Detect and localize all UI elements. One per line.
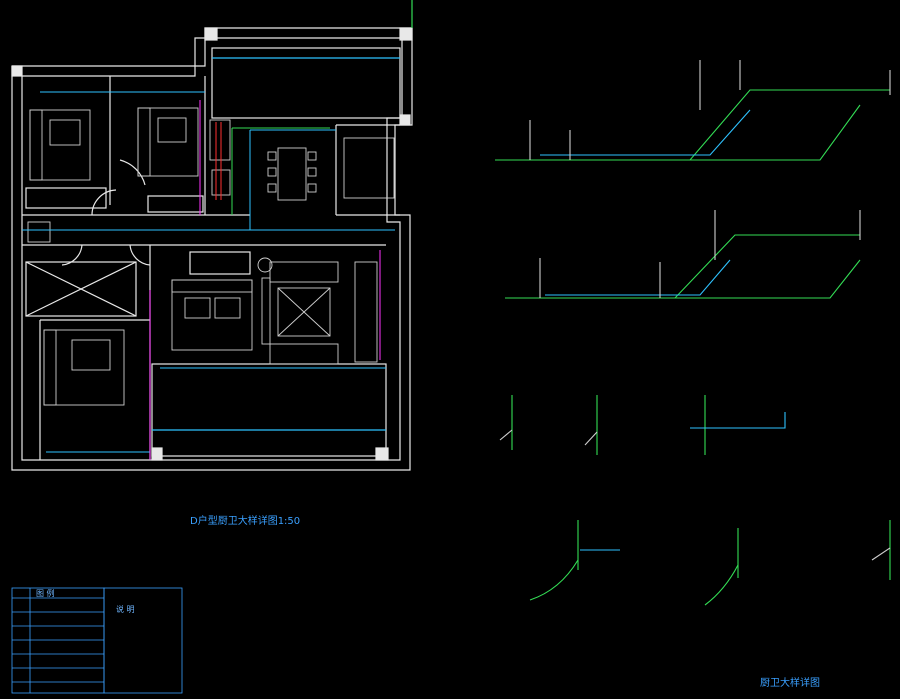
door-swing [119,159,146,186]
floor-plan [11,27,413,471]
notes-frame [103,587,183,694]
wardrobe [25,261,137,317]
pillow [184,297,211,319]
chair [307,167,317,177]
door-swing [61,244,83,266]
furniture [27,107,395,406]
supply-run [540,109,751,156]
drain-run [495,89,890,161]
bathtub [209,119,231,161]
drain-run [690,104,861,161]
plan-pipes [22,91,395,460]
axon-diagram-2 [505,210,861,299]
axon-diagram-1 [495,60,891,161]
coffee-table [277,287,331,337]
axon-title: 厨卫大样详图 [760,678,820,689]
wardrobe-x [25,261,137,317]
sofa [269,343,339,365]
wardrobe [25,187,107,209]
supply-run [690,412,786,429]
door-swing [129,244,151,266]
notes-title: 说 明 [116,605,135,614]
chair [267,183,277,193]
column [151,447,163,461]
dining-table [277,147,307,201]
column [375,447,389,461]
bed-head [171,279,253,293]
bed-head [29,109,43,181]
pillow [49,119,81,146]
balcony [151,363,387,457]
column [399,114,411,126]
column [11,65,23,77]
legend-frame [11,587,105,694]
drain-bend [529,559,579,601]
chair [267,167,277,177]
axon-details [499,395,891,606]
legend-table [11,587,183,694]
branch [499,429,513,441]
chair [307,151,317,161]
legend-header: 图 例 [36,589,55,598]
drain-run [505,234,860,299]
plan-title: D户型厨卫大样详图1:50 [190,516,301,527]
drain-run [675,259,861,299]
kitchen-island [343,137,395,199]
tv-cabinet [261,277,271,345]
sofa [354,261,378,363]
branch [584,431,598,446]
pillow [71,339,111,371]
basin [27,221,51,243]
column [204,27,218,41]
door-swing [91,189,117,216]
drain-bend [704,564,739,606]
branch [871,547,891,561]
wardrobe [147,195,204,213]
pillow [214,297,241,319]
chair [307,183,317,193]
cabinet [189,251,251,275]
chair [267,151,277,161]
pillow [157,117,187,143]
table-x [277,287,331,337]
bed-head [137,107,151,177]
column [399,27,413,41]
top-balcony [211,47,401,119]
plant [257,257,273,273]
bed-head [43,329,57,406]
supply-run [545,259,731,296]
sofa [269,261,339,283]
